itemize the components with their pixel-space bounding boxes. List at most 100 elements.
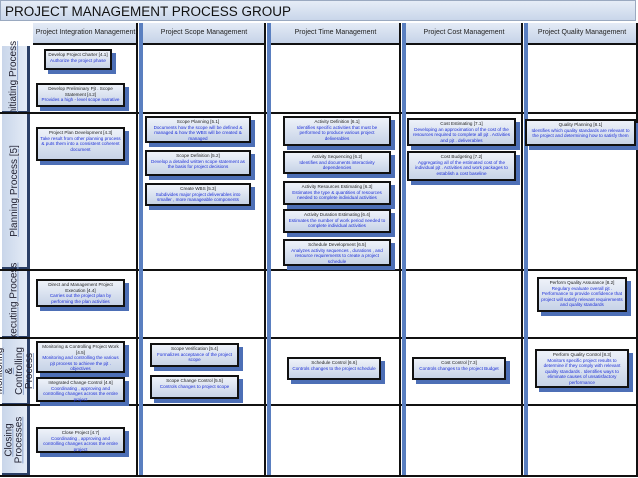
column-divider bbox=[521, 23, 523, 475]
process-description: Subdivides major project deliverables in… bbox=[155, 191, 241, 203]
process-box: Integrated Change Control [4.6]Coordinat… bbox=[36, 377, 125, 402]
row-label-planning: Planning Process [5] bbox=[2, 114, 30, 269]
process-description: Estimates the number of work period need… bbox=[288, 217, 386, 229]
process-box: Quality Planning [8.1]Identifies which q… bbox=[525, 119, 636, 146]
column-accent-bar bbox=[524, 23, 528, 475]
process-description: Regulary evaluate overall pjt . Performa… bbox=[541, 285, 623, 308]
process-description: Estimates the type & quantities of resou… bbox=[292, 189, 382, 201]
process-title: Develop Project Charter [4.1] bbox=[48, 52, 108, 57]
row-label-text: Closing Processes bbox=[3, 416, 25, 463]
process-box: Scope Change Control [5.5]Controls chang… bbox=[150, 375, 239, 399]
column-header-scope: Project Scope Management bbox=[142, 23, 266, 45]
row-divider bbox=[0, 475, 638, 477]
process-description: Formalizes acceptance of the project sco… bbox=[156, 351, 233, 363]
process-description: Coordinating , approving and controlling… bbox=[43, 385, 118, 402]
column-accent-bar bbox=[402, 23, 406, 475]
process-box: Cost Control [7.3]Controls changes to th… bbox=[412, 357, 506, 380]
process-description: Monitors specific project results to det… bbox=[543, 357, 621, 385]
process-description: Develop a detailed written scope stateme… bbox=[151, 158, 245, 170]
process-description: Monitoring and controlling the various p… bbox=[42, 355, 119, 372]
row-divider bbox=[0, 112, 638, 114]
process-box: Monitoring & Controlling Project Work [4… bbox=[36, 341, 125, 373]
process-box: Perform Quality Assurance [8.2]Regulary … bbox=[537, 277, 627, 312]
process-description: Controls changes to project scope bbox=[159, 383, 230, 389]
row-divider bbox=[0, 269, 638, 271]
process-box: Scope Planning [5.1]Documents how the sc… bbox=[145, 116, 251, 143]
process-description: Controls changes to the project schedule bbox=[292, 365, 376, 371]
process-description: Developing an approximation of the cost … bbox=[412, 126, 511, 143]
process-title: Cost Estimating [7.1] bbox=[440, 121, 483, 126]
process-box: Perform Quality Control [8.3]Monitors sp… bbox=[535, 349, 629, 388]
column-header-quality: Project Quality Management bbox=[528, 23, 636, 45]
process-title: Cost Budgeting [7.2] bbox=[440, 154, 483, 159]
process-title: Create WBS [5.3] bbox=[180, 186, 216, 191]
process-title: Quality Planning [8.1] bbox=[558, 122, 603, 127]
process-box: Activity Resources Estimating [6.3]Estim… bbox=[283, 181, 391, 205]
process-description: Provides a high - level scope narrative bbox=[41, 97, 120, 103]
row-label-initiating: Initiating Process bbox=[2, 40, 30, 117]
process-description: Aggregating all of the estimated cost of… bbox=[415, 159, 508, 176]
process-title: Scope Verification [5.4] bbox=[171, 346, 218, 351]
process-title: Project Plan Development [4.3] bbox=[48, 130, 113, 135]
row-label-text: Executing Process bbox=[8, 262, 20, 345]
column-divider bbox=[399, 23, 401, 475]
process-box: Direct and Management Project Execution … bbox=[36, 279, 125, 307]
process-box: Develop Project Charter [4.1]Authorize t… bbox=[44, 49, 112, 70]
column-divider bbox=[264, 23, 266, 475]
process-box: Create WBS [5.3]Subdivides major project… bbox=[145, 183, 251, 206]
column-divider bbox=[636, 23, 638, 475]
column-header-integration: Project Integration Management bbox=[33, 23, 138, 45]
column-header-time: Project Time Management bbox=[270, 23, 401, 45]
process-description: Analyzes activity sequences , durations … bbox=[291, 247, 383, 264]
process-title: Scope Change Control [5.5] bbox=[166, 378, 223, 383]
process-title: Perform Quality Control [8.3] bbox=[552, 352, 612, 357]
process-description: Identifies and documents interactivity d… bbox=[299, 159, 375, 171]
row-label-closing: Closing Processes bbox=[2, 406, 30, 475]
process-title: Close Project [4.7] bbox=[61, 430, 100, 435]
process-title: Direct and Management Project Execution … bbox=[48, 282, 113, 293]
process-title: Activity Resources Estimating [6.3] bbox=[301, 184, 373, 189]
row-label-executing: Executing Process bbox=[2, 262, 30, 345]
process-title: Activity Duration Estimating [6.4] bbox=[303, 212, 371, 217]
process-title: Monitoring & Controlling Project Work [4… bbox=[42, 344, 119, 355]
row-label-monitoring: Monitoring & Controlling Process bbox=[0, 339, 35, 405]
column-accent-bar bbox=[139, 23, 143, 475]
process-box: Schedule Control [6.6]Controls changes t… bbox=[287, 357, 381, 380]
row-label-text: Monitoring & Controlling Process bbox=[0, 347, 35, 395]
process-description: Documents how the scope will be defined … bbox=[153, 124, 243, 141]
process-title: Perform Quality Assurance [8.2] bbox=[549, 280, 615, 285]
row-divider bbox=[0, 404, 638, 406]
process-box: Close Project [4.7]Coordinating , approv… bbox=[36, 427, 125, 453]
process-box: Activity Sequencing [6.2]Identifies and … bbox=[283, 151, 391, 174]
process-title: Activity Definition [6.1] bbox=[314, 119, 360, 124]
process-title: Schedule Control [6.6] bbox=[311, 360, 357, 365]
process-box: Scope Verification [5.4]Formalizes accep… bbox=[150, 343, 239, 367]
process-description: Identifies which quality standards are r… bbox=[531, 127, 630, 139]
row-divider bbox=[0, 337, 638, 339]
process-description: Identifies specific activities that must… bbox=[296, 124, 378, 141]
row-label-text: Planning Process [5] bbox=[8, 144, 20, 237]
process-title: Schedule Development [6.5] bbox=[308, 242, 366, 247]
process-title: Activity Sequencing [6.2] bbox=[311, 154, 363, 159]
process-box: Schedule Development [6.5]Analyzes activ… bbox=[283, 239, 391, 266]
process-box: Scope Definition [5.2]Develop a detailed… bbox=[145, 150, 251, 176]
process-title: Scope Definition [5.2] bbox=[176, 153, 220, 158]
process-box: Develop Preliminary Pjt . Scope Statemen… bbox=[36, 83, 125, 107]
process-title: Integrated Change Control [4.6] bbox=[48, 380, 113, 385]
process-box: Activity Duration Estimating [6.4]Estima… bbox=[283, 209, 391, 233]
column-divider bbox=[136, 23, 138, 475]
process-box: Cost Budgeting [7.2]Aggregating all of t… bbox=[407, 151, 516, 181]
process-description: Take result from other planning process … bbox=[40, 135, 121, 152]
process-description: Coordinating , approving and controlling… bbox=[43, 435, 118, 452]
row-label-text: Initiating Process bbox=[8, 40, 20, 117]
process-title: Scope Planning [5.1] bbox=[176, 119, 220, 124]
process-title: Develop Preliminary Pjt . Scope Statemen… bbox=[48, 86, 113, 97]
process-box: Activity Definition [6.1]Identifies spec… bbox=[283, 116, 391, 146]
process-description: Carries out the project plan by performi… bbox=[49, 293, 112, 304]
process-title: Cost Control [7.3] bbox=[441, 360, 477, 365]
process-box: Project Plan Development [4.3]Take resul… bbox=[36, 127, 125, 161]
process-box: Cost Estimating [7.1]Developing an appro… bbox=[407, 118, 516, 146]
process-description: Controls changes to the project Budget bbox=[419, 365, 499, 371]
column-accent-bar bbox=[267, 23, 271, 475]
page-title: PROJECT MANAGEMENT PROCESS GROUP bbox=[0, 0, 636, 21]
